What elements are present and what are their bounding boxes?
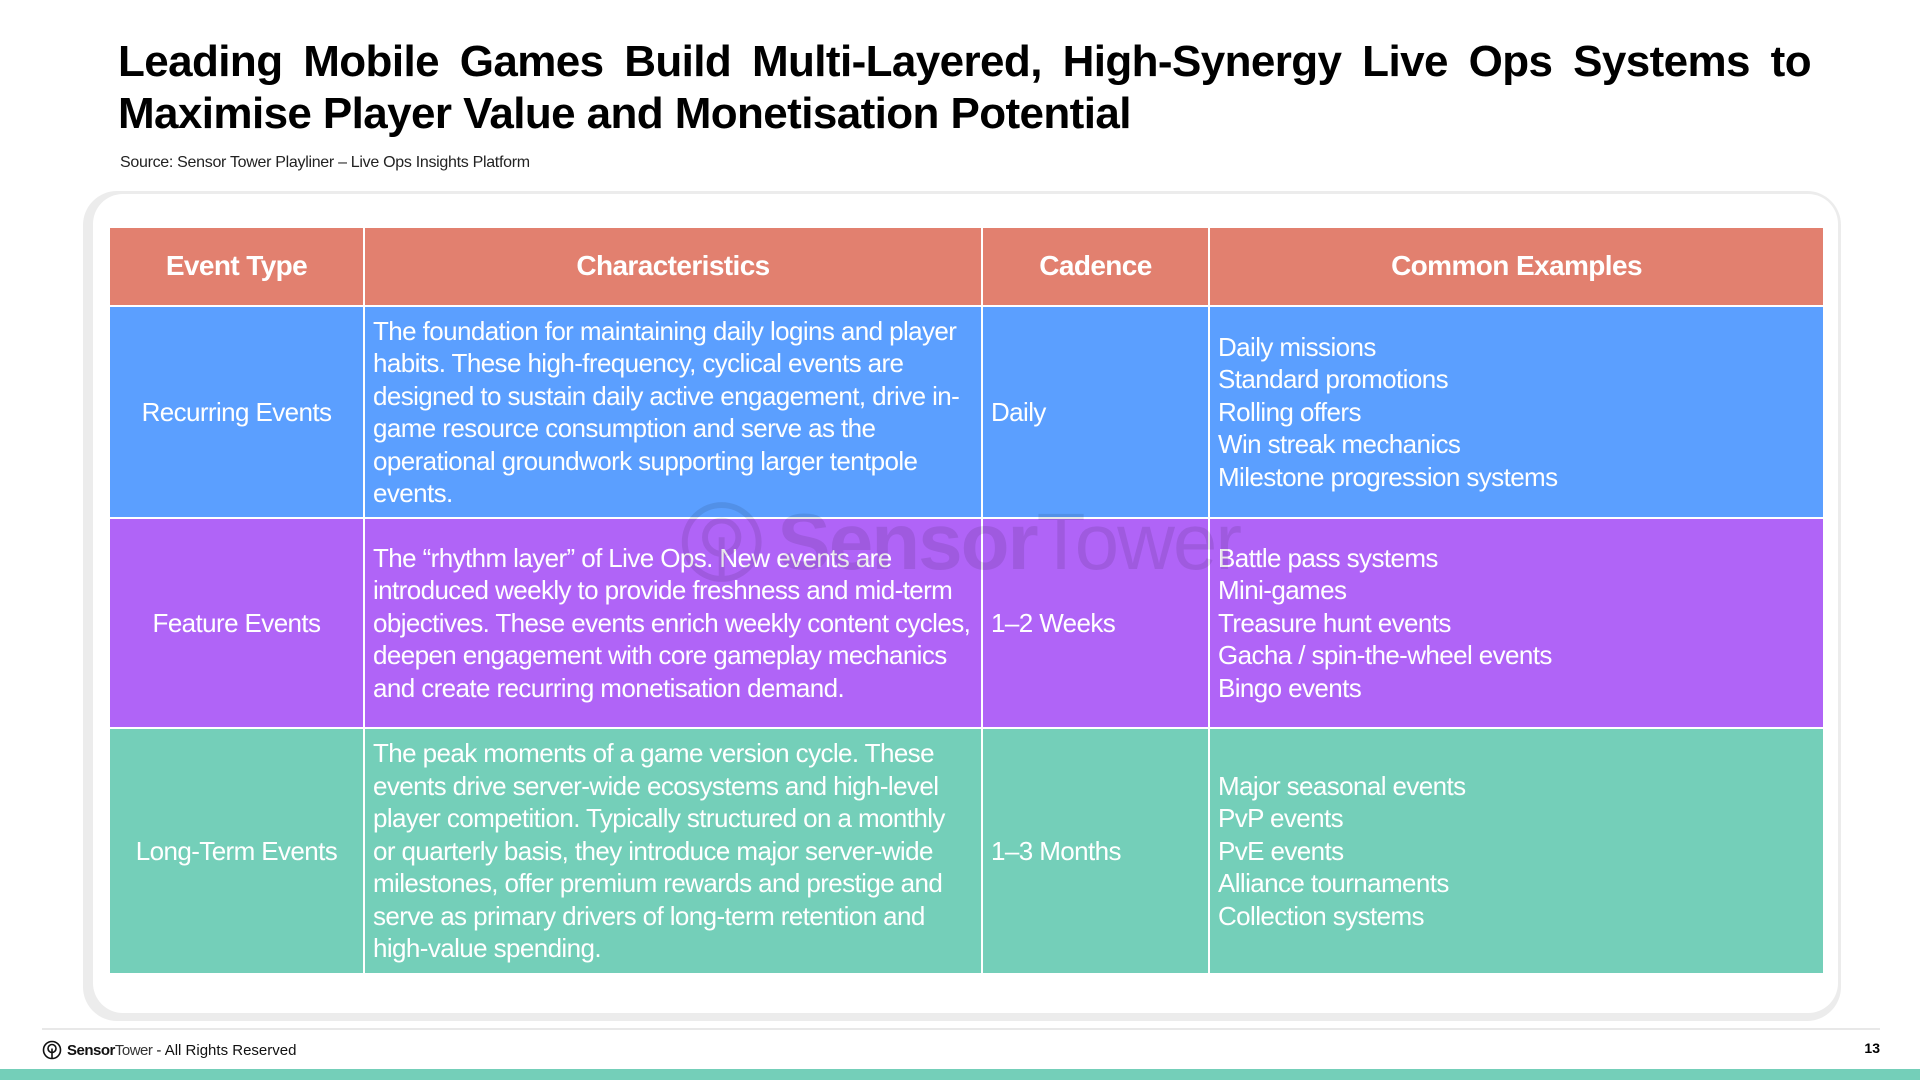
footer-rights: - All Rights Reserved (156, 1041, 297, 1059)
examples-cell: Battle pass systems Mini-games Treasure … (1208, 517, 1825, 729)
column-header-cadence: Cadence (981, 226, 1210, 307)
column-header-characteristics: Characteristics (363, 226, 983, 307)
page-title: Leading Mobile Games Build Multi-Layered… (118, 37, 1812, 138)
example-item: Rolling offers (1218, 396, 1361, 427)
table-header-row: Event Type Characteristics Cadence Commo… (108, 226, 1825, 307)
table-row: Feature Events The “rhythm layer” of Liv… (108, 517, 1825, 729)
examples-cell: Daily missions Standard promotions Rolli… (1208, 305, 1825, 519)
table-row: Recurring Events The foundation for main… (108, 305, 1825, 519)
example-item: Major seasonal events (1218, 770, 1466, 801)
footer: Sensor Tower - All Rights Reserved (42, 1038, 296, 1062)
examples-cell: Major seasonal events PvP events PvE eve… (1208, 727, 1825, 975)
example-item: Collection systems (1218, 900, 1425, 931)
footer-brand-bold: Sensor (67, 1041, 115, 1059)
example-item: Gacha / spin-the-wheel events (1218, 640, 1552, 671)
example-item: Mini-games (1218, 575, 1347, 606)
column-header-event-type: Event Type (108, 226, 365, 307)
cadence-cell: Daily (981, 305, 1210, 519)
column-header-common-examples: Common Examples (1208, 226, 1825, 307)
event-type-cell: Long-Term Events (108, 727, 365, 975)
example-item: Win streak mechanics (1218, 429, 1461, 460)
table-row: Long-Term Events The peak moments of a g… (108, 727, 1825, 975)
footer-divider (42, 1028, 1880, 1030)
example-item: Milestone progression systems (1218, 461, 1558, 492)
example-item: Alliance tournaments (1218, 868, 1449, 899)
cadence-cell: 1–3 Months (981, 727, 1210, 975)
example-item: Bingo events (1218, 672, 1362, 703)
source-note: Source: Sensor Tower Playliner – Live Op… (120, 154, 530, 171)
example-item: PvE events (1218, 835, 1344, 866)
sensor-tower-logo-icon (42, 1040, 62, 1060)
cadence-cell: 1–2 Weeks (981, 517, 1210, 729)
example-item: Standard promotions (1218, 364, 1449, 395)
live-ops-table: Event Type Characteristics Cadence Commo… (108, 226, 1825, 975)
example-item: Daily missions (1218, 331, 1376, 362)
example-item: Treasure hunt events (1218, 607, 1451, 638)
footer-brand-regular: Tower (114, 1041, 153, 1059)
event-type-cell: Feature Events (108, 517, 365, 729)
characteristics-cell: The peak moments of a game version cycle… (363, 727, 983, 975)
bottom-accent-bar (0, 1069, 1920, 1080)
example-item: Battle pass systems (1218, 542, 1438, 573)
event-type-cell: Recurring Events (108, 305, 365, 519)
characteristics-cell: The foundation for maintaining daily log… (363, 305, 983, 519)
page-number: 13 (1864, 1040, 1880, 1056)
example-item: PvP events (1218, 803, 1344, 834)
characteristics-cell: The “rhythm layer” of Live Ops. New even… (363, 517, 983, 729)
